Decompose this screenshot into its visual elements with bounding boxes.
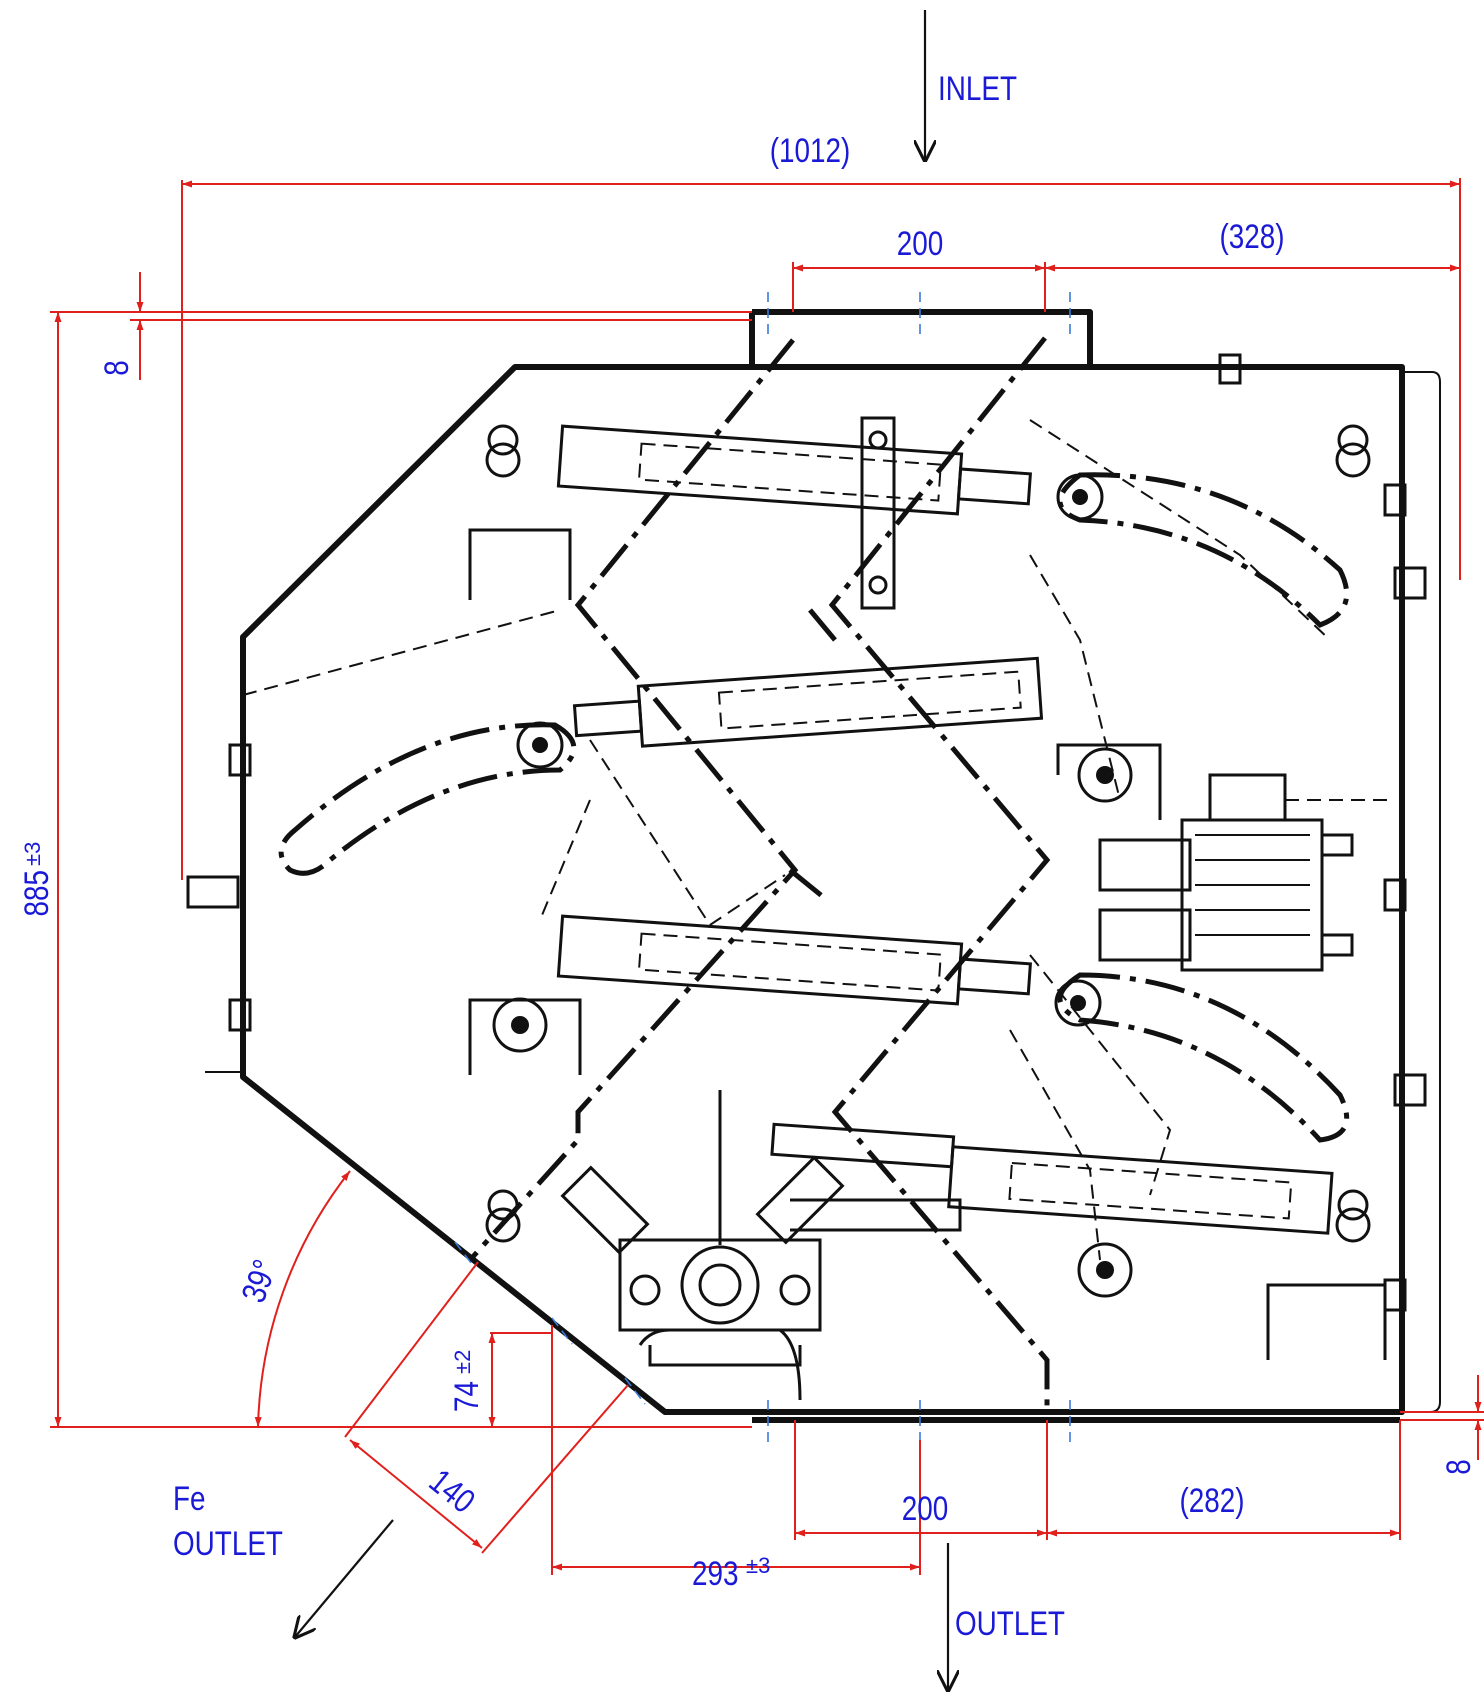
pivot-assembly	[560, 1090, 962, 1401]
dimension-lines	[50, 178, 1484, 1575]
labels: INLET OUTLET Fe OUTLET (1012) 200 (328) …	[17, 69, 1477, 1642]
fe-outlet-label-line2: OUTLET	[173, 1524, 283, 1562]
fe-outlet-label-line1: Fe	[173, 1479, 206, 1517]
dim-overall-height-tol: ±3	[20, 842, 45, 866]
dim-fe-height: 74	[447, 1381, 485, 1412]
dim-top-flange: 8	[97, 360, 135, 376]
dim-fe-height-tol: ±2	[450, 1350, 475, 1374]
brackets-and-rollers	[186, 353, 1427, 1360]
housing-outline	[205, 309, 1441, 1423]
dim-bottom-flange: 8	[1439, 1459, 1477, 1475]
centerlines	[454, 292, 1071, 1445]
flow-arrows	[295, 10, 948, 1690]
dim-overall-height: 885	[17, 870, 55, 917]
inlet-label: INLET	[938, 69, 1017, 107]
dim-fe-width: 140	[422, 1462, 482, 1521]
valve-manifold	[1098, 773, 1395, 972]
dim-bottom-right-offset: (282)	[1179, 1481, 1244, 1519]
dim-top-opening: 200	[897, 224, 944, 262]
dim-bottom-opening: 200	[902, 1489, 949, 1527]
dim-fe-offset-tol: ±3	[746, 1553, 770, 1578]
outlet-label: OUTLET	[955, 1604, 1065, 1642]
curved-slots	[278, 472, 1350, 1143]
dim-angle: 39°	[234, 1255, 284, 1308]
dim-overall-width: (1012)	[770, 131, 851, 169]
actuator-cylinders	[539, 419, 1334, 1261]
dim-fe-offset: 293	[692, 1554, 739, 1592]
dim-top-right-offset: (328)	[1219, 217, 1284, 255]
zigzag-chute	[242, 336, 1051, 1412]
